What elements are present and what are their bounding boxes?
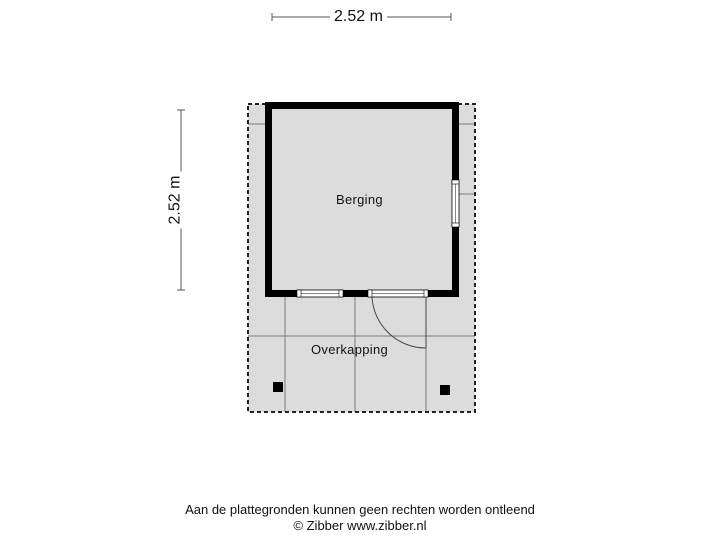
post-left <box>273 382 283 392</box>
window-right <box>451 179 460 228</box>
window-bottom <box>296 289 344 298</box>
horizontal-dimension-label: 2.52 m <box>330 8 387 26</box>
vertical-dimension-label: 2.52 m <box>166 171 185 229</box>
post-right <box>440 385 450 395</box>
walls <box>265 102 459 297</box>
room-label-overkapping: Overkapping <box>311 342 389 357</box>
footer-copyright: © Zibber www.zibber.nl <box>293 518 427 533</box>
door <box>367 289 429 349</box>
berging-floor <box>270 106 454 293</box>
room-label-berging: Berging <box>336 192 383 207</box>
footer-disclaimer: Aan de plattegronden kunnen geen rechten… <box>185 502 535 517</box>
